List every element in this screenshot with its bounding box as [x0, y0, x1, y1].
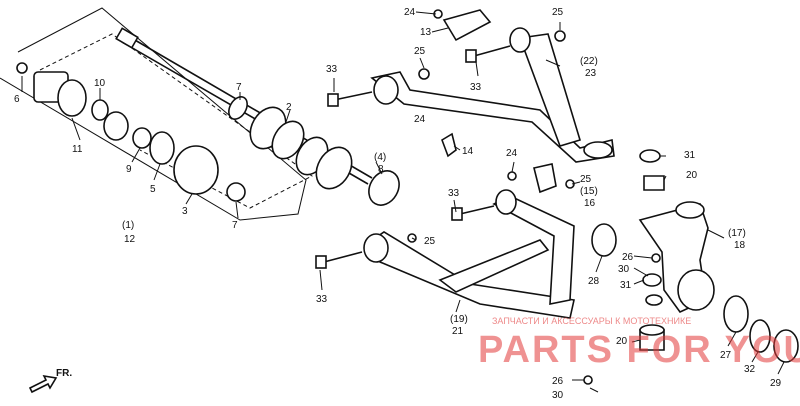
label-1: (1)	[122, 220, 134, 231]
label-10: 10	[94, 78, 106, 89]
label-30-a: 30	[618, 264, 630, 275]
label-24-top: 24	[404, 7, 416, 18]
label-33-d: 33	[316, 294, 328, 305]
label-24-mid: 24	[414, 114, 426, 125]
label-24-lower: 24	[506, 148, 518, 159]
upper-arm-bolts	[327, 9, 566, 107]
label-33-a: 33	[326, 64, 338, 75]
outer-joint-parts	[16, 62, 246, 202]
label-20-b: 20	[616, 336, 628, 347]
label-25-mid: 25	[580, 174, 592, 185]
label-25-top: 25	[552, 7, 564, 18]
label-11: 11	[72, 144, 83, 155]
hub-bearing-set	[723, 295, 799, 363]
label-2: 2	[286, 102, 292, 113]
label-15: (15)	[580, 186, 598, 197]
label-25-lower: 25	[424, 236, 436, 247]
label-17: (17)	[728, 228, 746, 239]
label-28: 28	[588, 276, 600, 287]
watermark-brand: PARTS FOR YOU	[478, 329, 800, 371]
label-30-b: 30	[552, 390, 564, 401]
front-direction-arrow	[28, 374, 58, 394]
label-16: 16	[584, 198, 596, 209]
label-14: 14	[462, 146, 474, 157]
label-23: 23	[585, 68, 597, 79]
label-7-a: 7	[236, 82, 242, 93]
label-13: 13	[420, 27, 432, 38]
driveshaft-frame	[0, 7, 313, 221]
label-6: 6	[14, 94, 20, 105]
label-26-b: 26	[552, 376, 564, 387]
label-21: 21	[452, 326, 464, 337]
label-29: 29	[770, 378, 782, 389]
label-18: 18	[734, 240, 746, 251]
label-4: (4)	[374, 152, 386, 163]
label-5: 5	[150, 184, 156, 195]
label-fr: FR.	[56, 368, 72, 379]
label-19: (19)	[450, 314, 468, 325]
label-9: 9	[126, 164, 132, 175]
label-33-b: 33	[470, 82, 482, 93]
label-7-b: 7	[232, 220, 238, 231]
label-12: 12	[124, 234, 136, 245]
label-31-b: 31	[620, 280, 632, 291]
upper-control-arm	[370, 27, 615, 163]
label-27: 27	[720, 350, 732, 361]
label-31-a: 31	[684, 150, 696, 161]
part-labels: 24 13 25 25 (22) 23 33 33 7 2 6 10 11 9 …	[14, 7, 782, 401]
drive-shaft	[115, 27, 400, 206]
label-8: 8	[378, 164, 384, 175]
watermark-tagline: ЗАПЧАСТИ И АКСЕССУАРЫ К МОТОТЕХНИКЕ	[492, 316, 691, 326]
label-26-a: 26	[622, 252, 634, 263]
label-20-a: 20	[686, 170, 698, 181]
label-3: 3	[182, 206, 188, 217]
steering-knuckle	[583, 149, 715, 385]
lower-arm-bolts	[315, 132, 575, 269]
label-25-upper: 25	[414, 46, 426, 57]
lower-control-arm	[363, 189, 617, 319]
watermark: PARTS FOR YOU ЗАПЧАСТИ И АКСЕССУАРЫ К МО…	[478, 316, 800, 371]
label-32: 32	[744, 364, 756, 375]
label-22: (22)	[580, 56, 598, 67]
label-33-c: 33	[448, 188, 460, 199]
leader-lines	[21, 11, 785, 393]
